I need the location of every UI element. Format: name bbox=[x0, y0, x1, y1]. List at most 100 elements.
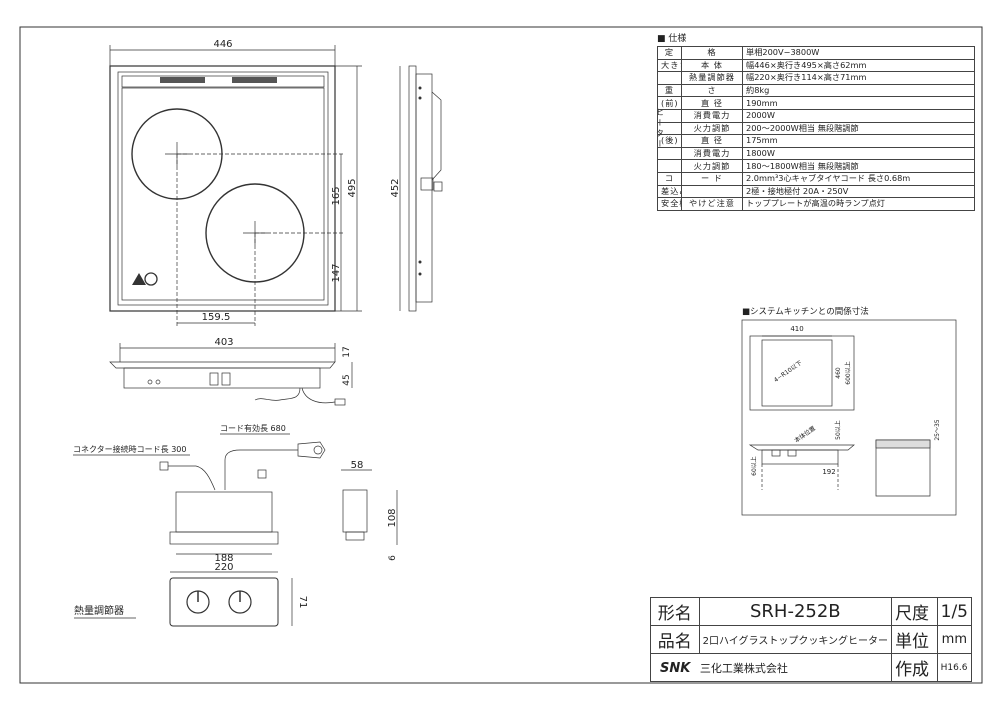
kitchen-heading: ■システムキッチンとの間係寸法 bbox=[742, 307, 869, 317]
dim-top-width: 446 bbox=[213, 39, 232, 50]
side-view: 452 bbox=[390, 65, 443, 312]
model-label: 形名 bbox=[650, 597, 700, 626]
product-label: 品名 bbox=[650, 625, 700, 654]
dim-ctrl-bottom-width: 188 bbox=[214, 553, 233, 564]
dim-cut-depth-range: 600以上 bbox=[844, 361, 852, 384]
scale-value: 1/5 bbox=[936, 597, 973, 626]
spec-value: トッププレートが高温の時ランプ点灯 bbox=[742, 197, 975, 211]
spec-key1: 重 bbox=[657, 83, 682, 98]
spec-key1 bbox=[657, 159, 682, 173]
spec-key1: コ bbox=[657, 171, 682, 186]
spec-key1 bbox=[657, 108, 682, 123]
spec-key1: (後) bbox=[657, 134, 682, 148]
dim-burner-gap: 165 bbox=[331, 186, 342, 205]
spec-value: 175mm bbox=[742, 134, 975, 148]
spec-key1: 定 bbox=[657, 46, 682, 60]
spec-value: 幅446×奥行き495×高さ62mm bbox=[742, 58, 975, 73]
scale-label: 尺度 bbox=[891, 597, 938, 626]
sheet-frame bbox=[19, 26, 983, 684]
spec-row: 安全機能やけど注意トッププレートが高温の時ランプ点灯 bbox=[657, 197, 975, 211]
front-view: 403 17 45 bbox=[109, 337, 353, 406]
dim-cut-depth: 460 bbox=[835, 367, 842, 379]
spec-key1 bbox=[657, 146, 682, 161]
label-connector-cord: コネクター接続時コード長 300 bbox=[73, 444, 187, 454]
dim-center-offset: 159.5 bbox=[202, 312, 231, 323]
spec-key2: 火力調節 bbox=[681, 159, 743, 173]
spec-key2: ー ド bbox=[681, 171, 743, 186]
spec-value: 単相200V−3800W bbox=[742, 46, 975, 60]
dim-body-width: 403 bbox=[214, 337, 233, 348]
dim-cut-corner: 4−R10以下 bbox=[773, 360, 804, 384]
spec-value: 約8kg bbox=[742, 83, 975, 98]
spec-key2: 本 体 bbox=[681, 58, 743, 73]
dim-side-height: 452 bbox=[390, 178, 401, 197]
unit-value: mm bbox=[936, 625, 973, 654]
dim-cut-width: 410 bbox=[790, 325, 803, 333]
logo-mark-icon bbox=[132, 272, 158, 286]
label-controller: 熱量調節器 bbox=[74, 604, 124, 617]
spec-key1: (前) bbox=[657, 96, 682, 110]
dim-cut-total: 50以上 bbox=[834, 420, 842, 440]
spec-key1: 安全機能 bbox=[657, 197, 682, 211]
dim-ctrl-depth: 58 bbox=[351, 460, 364, 471]
dim-cut-thick: 25〜35 bbox=[934, 419, 941, 440]
spec-key1: 差込みプラグ bbox=[657, 184, 682, 199]
dim-cut-label-a: 本体位置 bbox=[793, 424, 817, 444]
company-name: 三化工業株式会社 bbox=[699, 661, 788, 675]
spec-key1: 大きさ bbox=[657, 58, 682, 73]
dim-front-offset: 147 bbox=[331, 263, 342, 282]
spec-key2 bbox=[681, 184, 743, 199]
kitchen-cutout: 410 4−R10以下 460 600以上 本体位置 50以上 192 60以上… bbox=[741, 319, 957, 516]
made-value: H16.6 bbox=[936, 653, 973, 682]
spec-key2: さ bbox=[681, 83, 743, 98]
label-cord-length: コード有効長 680 bbox=[220, 423, 286, 433]
spec-key2: 直 径 bbox=[681, 96, 743, 110]
spec-key1 bbox=[657, 121, 682, 136]
spec-value: 2000W bbox=[742, 108, 975, 123]
spec-heading: ■ 仕様 bbox=[657, 34, 687, 44]
dim-cut-side: 192 bbox=[822, 468, 835, 476]
spec-row: 熱量調節器幅220×奥行き114×高さ71mm bbox=[657, 71, 975, 85]
spec-row: 差込みプラグ 2極・接地極付 20A・250V bbox=[657, 184, 975, 199]
dim-cut-side2: 60以上 bbox=[750, 456, 758, 476]
company-logo: SNK bbox=[660, 660, 691, 676]
spec-value: 180〜1800W相当 無段階調節 bbox=[742, 159, 975, 173]
spec-value: 200〜2000W相当 無段階調節 bbox=[742, 121, 975, 136]
spec-key2: 格 bbox=[681, 46, 743, 60]
made-label: 作成 bbox=[891, 653, 938, 682]
spec-value: 幅220×奥行き114×高さ71mm bbox=[742, 71, 975, 85]
dim-body-h1: 17 bbox=[342, 346, 352, 357]
spec-row: 重さ約8kg bbox=[657, 83, 975, 98]
spec-key2: やけど注意 bbox=[681, 197, 743, 211]
spec-key2: 熱量調節器 bbox=[681, 71, 743, 85]
model-value: SRH-252B bbox=[698, 597, 893, 626]
spec-value: 190mm bbox=[742, 96, 975, 110]
spec-key2: 消費電力 bbox=[681, 146, 743, 161]
dim-ctrl-front-width: 220 bbox=[214, 562, 233, 573]
dim-ctrl-front-height: 71 bbox=[297, 596, 308, 609]
spec-value: 2.0mm³3心キャブタイヤコード 長さ0.68m bbox=[742, 171, 975, 186]
top-view: 446 495 165 147 159.5 bbox=[109, 39, 362, 326]
dim-top-depth: 495 bbox=[347, 178, 358, 197]
controller-views: コネクター接続時コード長 300 コード有効長 680 188 220 71 熱… bbox=[73, 423, 398, 627]
spec-key2: 火力調節 bbox=[681, 121, 743, 136]
spec-row: 定格単相200V−3800W bbox=[657, 46, 975, 60]
spec-key1 bbox=[657, 71, 682, 85]
dim-ctrl-height: 108 bbox=[387, 508, 398, 527]
dim-body-h2: 45 bbox=[342, 374, 352, 385]
spec-value: 1800W bbox=[742, 146, 975, 161]
dim-ctrl-base: 6 bbox=[388, 555, 398, 561]
spec-key2: 消費電力 bbox=[681, 108, 743, 123]
spec-value: 2極・接地極付 20A・250V bbox=[742, 184, 975, 199]
unit-label: 単位 bbox=[891, 625, 938, 654]
spec-key2: 直 径 bbox=[681, 134, 743, 148]
